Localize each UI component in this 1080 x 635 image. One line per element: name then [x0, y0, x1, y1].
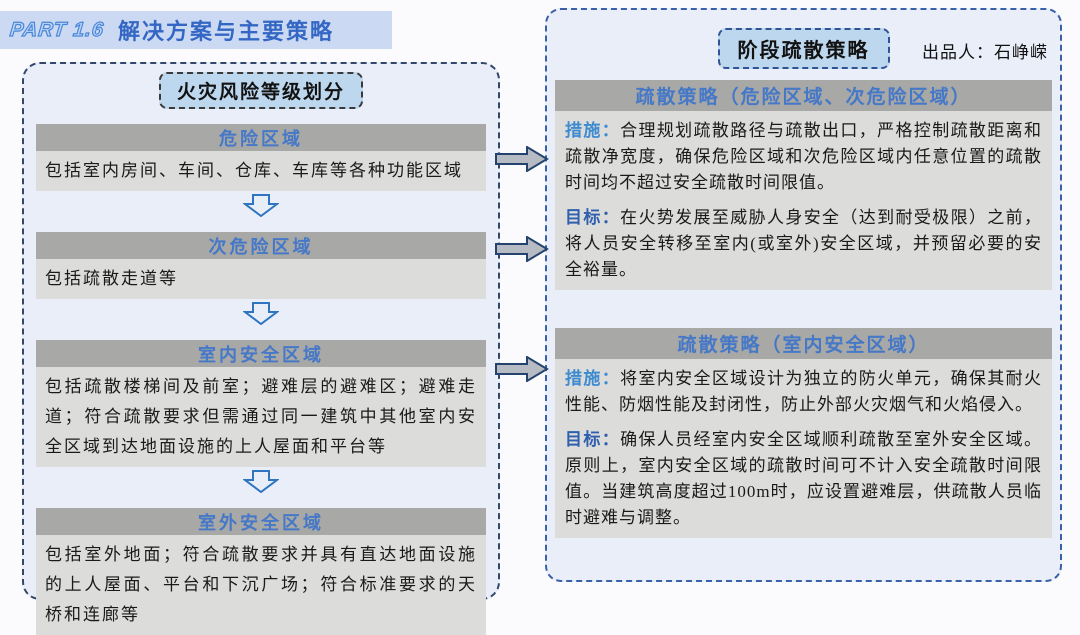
risk-section-indoor-safe: 室内安全区域 包括疏散楼梯间及前室；避难层的避难区；避难走道；符合疏散要求但需通…	[36, 340, 486, 467]
slide-title-band: PART 1.6 解决方案与主要策略	[0, 11, 392, 49]
measure-paragraph: 措施：将室内安全区域设计为独立的防火单元，确保其耐火性能、防烟性能及封闭性，防止…	[565, 366, 1042, 418]
strategy-panel-header: 阶段疏散策略 出品人：石峥嵘	[547, 28, 1060, 69]
down-arrow-icon	[24, 470, 498, 493]
down-arrow-icon	[24, 302, 498, 325]
section-header: 室内安全区域	[36, 340, 486, 367]
section-body: 包括疏散走道等	[36, 259, 486, 299]
section-header: 疏散策略（室内安全区域）	[555, 328, 1052, 359]
goal-text: 在火势发展至威胁人身安全（达到耐受极限）之前，将人员安全转移至室内(或室外)安全…	[565, 208, 1043, 279]
section-body: 包括室外地面；符合疏散要求并具有直达地面设施的上人屋面、平台和下沉广场；符合标准…	[36, 535, 486, 635]
goal-text: 确保人员经室内安全区域顺利疏散至室外安全区域。原则上，室内安全区域的疏散时间可不…	[565, 430, 1043, 527]
goal-paragraph: 目标：在火势发展至威胁人身安全（达到耐受极限）之前，将人员安全转移至室内(或室外…	[565, 205, 1042, 283]
section-body: 包括室内房间、车间、仓库、车库等各种功能区域	[36, 151, 486, 191]
flow-right-arrow-icon	[495, 146, 549, 172]
measure-paragraph: 措施：合理规划疏散路径与疏散出口，严格控制疏散距离和疏散净宽度，确保危险区域和次…	[565, 118, 1042, 196]
goal-paragraph: 目标：确保人员经室内安全区域顺利疏散至室外安全区域。原则上，室内安全区域的疏散时…	[565, 427, 1042, 531]
section-header: 危险区域	[36, 124, 486, 151]
measure-text: 将室内安全区域设计为独立的防火单元，确保其耐火性能、防烟性能及封闭性，防止外部火…	[565, 369, 1043, 414]
fire-risk-panel-title: 火灾风险等级划分	[158, 72, 363, 109]
section-body: 措施：合理规划疏散路径与疏散出口，严格控制疏散距离和疏散净宽度，确保危险区域和次…	[555, 111, 1052, 290]
measure-text: 合理规划疏散路径与疏散出口，严格控制疏散距离和疏散净宽度，确保危险区域和次危险区…	[565, 121, 1043, 192]
strategy-section-indoor-safe-zone: 疏散策略（室内安全区域） 措施：将室内安全区域设计为独立的防火单元，确保其耐火性…	[555, 328, 1052, 538]
flow-right-arrow-icon	[495, 356, 549, 382]
measure-label: 措施：	[565, 369, 621, 388]
goal-label: 目标：	[565, 430, 621, 449]
strategy-panel-title: 阶段疏散策略	[717, 28, 890, 69]
section-header: 次危险区域	[36, 232, 486, 259]
risk-section-danger: 危险区域 包括室内房间、车间、仓库、车库等各种功能区域	[36, 124, 486, 191]
evacuation-strategy-panel: 阶段疏散策略 出品人：石峥嵘 疏散策略（危险区域、次危险区域） 措施：合理规划疏…	[545, 8, 1062, 582]
page-title: 解决方案与主要策略	[117, 19, 334, 44]
section-header: 室外安全区域	[36, 508, 486, 535]
section-header: 疏散策略（危险区域、次危险区域）	[555, 80, 1052, 111]
measure-label: 措施：	[565, 121, 621, 140]
section-body: 措施：将室内安全区域设计为独立的防火单元，确保其耐火性能、防烟性能及封闭性，防止…	[555, 359, 1052, 538]
part-number-label: PART 1.6	[8, 18, 106, 41]
strategy-section-danger-zones: 疏散策略（危险区域、次危险区域） 措施：合理规划疏散路径与疏散出口，严格控制疏散…	[555, 80, 1052, 290]
flow-right-arrow-icon	[495, 236, 549, 262]
risk-section-outdoor-safe: 室外安全区域 包括室外地面；符合疏散要求并具有直达地面设施的上人屋面、平台和下沉…	[36, 508, 486, 635]
risk-section-subdanger: 次危险区域 包括疏散走道等	[36, 232, 486, 299]
down-arrow-icon	[24, 194, 498, 217]
producer-credit: 出品人：石峥嵘	[922, 43, 1048, 62]
goal-label: 目标：	[565, 208, 621, 227]
fire-risk-panel: 火灾风险等级划分 危险区域 包括室内房间、车间、仓库、车库等各种功能区域 次危险…	[22, 62, 500, 635]
section-body: 包括疏散楼梯间及前室；避难层的避难区；避难走道；符合疏散要求但需通过同一建筑中其…	[36, 367, 486, 467]
